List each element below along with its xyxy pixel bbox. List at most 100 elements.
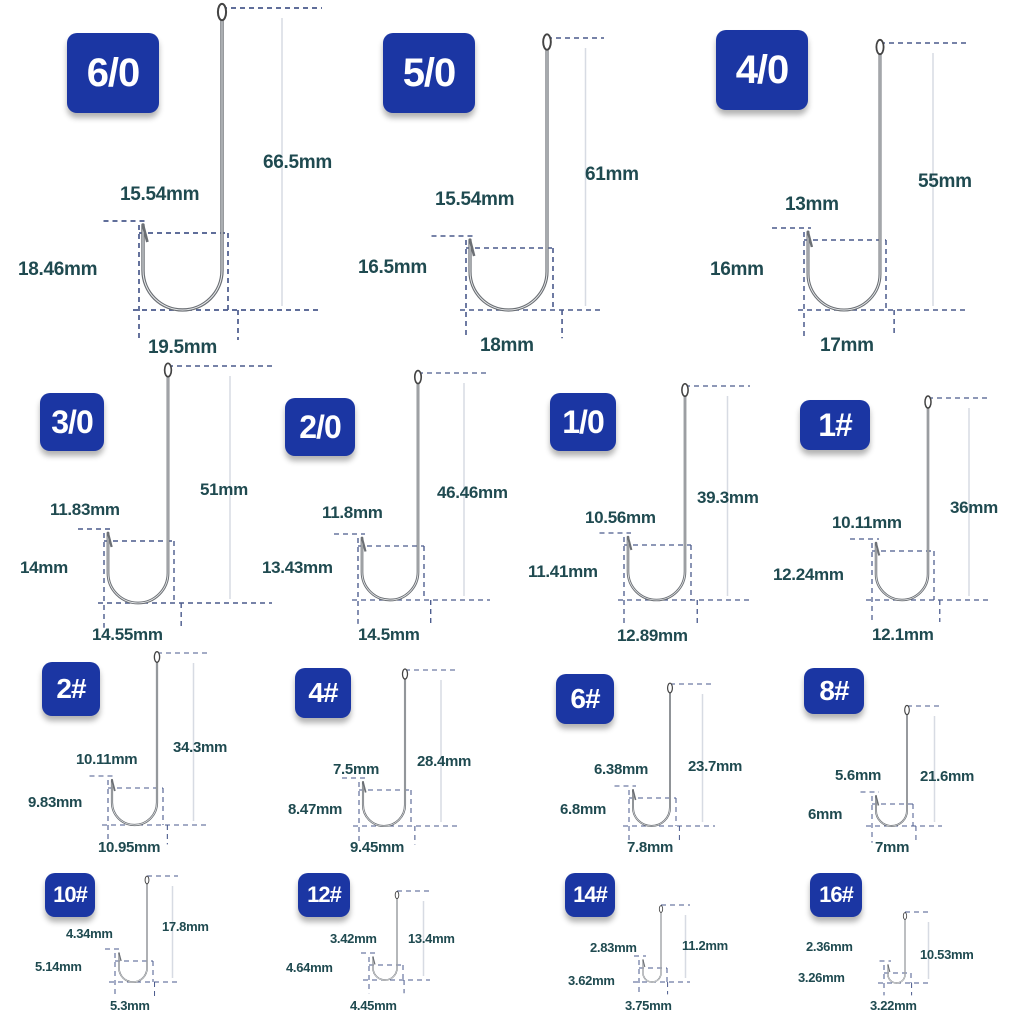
length-label: 28.4mm — [417, 753, 472, 770]
hook-barb — [360, 537, 367, 552]
hook-eye — [394, 890, 400, 900]
hook-body — [118, 883, 148, 983]
hook-body — [110, 659, 159, 827]
width-label: 3.75mm — [625, 998, 672, 1013]
hook-highlight — [111, 661, 158, 826]
gap-label: 15.54mm — [120, 184, 200, 205]
size-badge: 14# — [565, 873, 615, 917]
size-badge: 6/0 — [67, 33, 159, 113]
gap-label: 6.38mm — [594, 761, 649, 778]
length-label: 17.8mm — [162, 919, 209, 934]
hook-eye — [153, 651, 161, 663]
hook-barb — [111, 779, 116, 792]
hook-eye — [904, 704, 910, 716]
hook-eye — [216, 2, 228, 22]
hook-barb — [141, 224, 149, 243]
hook-barb — [875, 795, 880, 806]
bend-height-label: 13.43mm — [262, 558, 333, 577]
length-label: 23.7mm — [688, 758, 743, 775]
size-badge: 4/0 — [716, 30, 808, 110]
bend-height-label: 8.47mm — [288, 801, 343, 818]
hook-eye — [542, 33, 552, 51]
gap-label: 10.11mm — [76, 751, 138, 768]
width-label: 7mm — [875, 839, 910, 856]
hook-body — [361, 676, 407, 828]
hook-body — [106, 372, 170, 605]
size-badge: 12# — [298, 873, 350, 917]
hook-body — [632, 691, 671, 827]
bend-height-label: 14mm — [20, 558, 68, 577]
gap-label: 13mm — [785, 194, 839, 215]
length-label: 21.6mm — [920, 768, 975, 785]
gap-label: 2.36mm — [806, 939, 853, 954]
hook-highlight — [875, 406, 929, 601]
bend-height-label: 16.5mm — [358, 257, 427, 278]
size-badge: 3/0 — [40, 393, 104, 451]
hook-highlight — [469, 46, 548, 311]
hook-body — [360, 379, 420, 602]
hook-barb — [875, 542, 881, 556]
length-label: 36mm — [950, 498, 998, 517]
hook-highlight — [807, 51, 881, 311]
length-label: 39.3mm — [697, 488, 759, 507]
hook-eye — [144, 875, 150, 885]
gap-label: 15.54mm — [435, 189, 515, 210]
bend-height-label: 3.62mm — [568, 973, 615, 988]
bend-height-label: 5.14mm — [35, 959, 82, 974]
size-badge: 1# — [800, 400, 870, 450]
width-label: 3.22mm — [870, 998, 917, 1013]
length-label: 55mm — [918, 171, 972, 192]
hook-eye — [658, 905, 664, 913]
hook-eye — [163, 362, 173, 378]
length-label: 34.3mm — [173, 739, 228, 756]
hook-highlight — [642, 913, 662, 983]
bend-height-label: 12.24mm — [773, 565, 844, 584]
hook-highlight — [875, 714, 908, 827]
hook-highlight — [142, 16, 223, 311]
hook-body — [642, 912, 662, 983]
length-label: 61mm — [585, 164, 639, 185]
width-label: 17mm — [820, 335, 874, 356]
size-badge: 5/0 — [383, 33, 475, 113]
length-label: 66.5mm — [263, 152, 332, 173]
bend-height-label: 18.46mm — [18, 259, 98, 280]
length-label: 46.46mm — [437, 483, 508, 502]
width-label: 18mm — [480, 335, 534, 356]
hook-highlight — [372, 899, 398, 981]
size-badge: 8# — [804, 668, 864, 714]
gap-label: 10.11mm — [832, 513, 902, 532]
gap-label: 7.5mm — [333, 761, 380, 778]
width-label: 10.95mm — [98, 839, 161, 856]
gap-label: 5.6mm — [835, 767, 882, 784]
length-label: 51mm — [200, 480, 248, 499]
width-label: 12.1mm — [872, 625, 934, 644]
hook-barb — [806, 231, 814, 248]
size-badge: 4# — [295, 668, 351, 718]
bend-height-label: 11.41mm — [528, 562, 598, 581]
length-label: 13.4mm — [408, 931, 455, 946]
width-label: 5.3mm — [110, 998, 150, 1013]
hook-highlight — [362, 678, 406, 827]
width-label: 4.45mm — [350, 998, 397, 1013]
hook-body — [806, 49, 882, 312]
hook-barb — [887, 964, 891, 973]
hook-eye — [924, 395, 932, 409]
size-badge: 2# — [42, 662, 100, 716]
hook-barb — [626, 536, 633, 551]
hook-eye — [666, 682, 673, 694]
width-label: 7.8mm — [627, 839, 674, 856]
bend-height-label: 6.8mm — [560, 801, 607, 818]
hook-body — [468, 44, 549, 312]
size-badge: 2/0 — [285, 398, 355, 456]
gap-label: 4.34mm — [66, 926, 113, 941]
size-badge: 16# — [810, 873, 862, 917]
gap-label: 10.56mm — [585, 508, 656, 527]
gap-label: 11.8mm — [322, 503, 383, 522]
hook-body — [887, 919, 906, 984]
width-label: 19.5mm — [148, 337, 217, 358]
length-label: 10.53mm — [920, 947, 974, 962]
hook-barb — [642, 959, 646, 968]
hook-barb — [632, 789, 637, 801]
gap-label: 3.42mm — [330, 931, 377, 946]
